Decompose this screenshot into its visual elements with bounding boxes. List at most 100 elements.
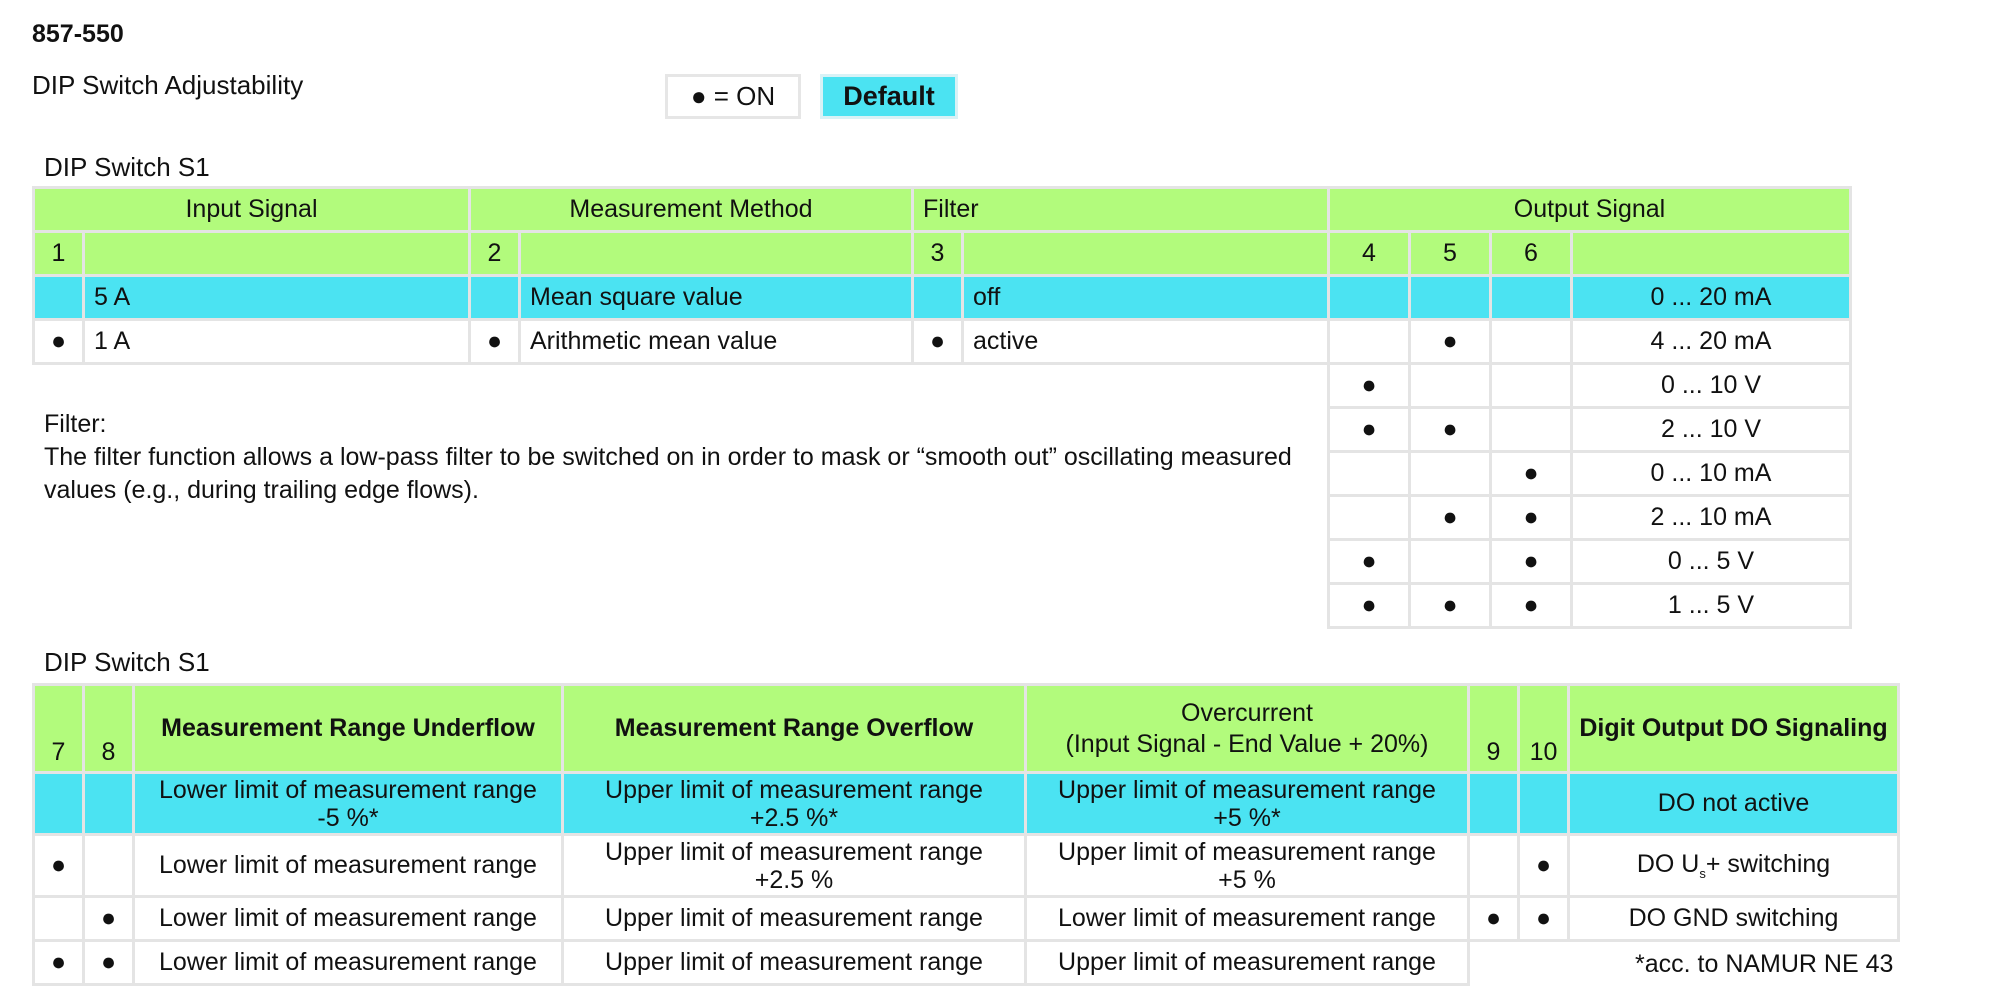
header-range-underflow: Measurement Range Underflow: [132, 683, 564, 774]
filter-note: Filter: The filter function allows a low…: [44, 408, 1314, 507]
output-signal-value: 2 ... 10 V: [1570, 406, 1852, 453]
switch-7-state: ●: [32, 833, 85, 898]
switch-8-state: [82, 771, 135, 836]
underflow-line2: -5 %*: [317, 803, 379, 832]
output-signal-value: 4 ... 20 mA: [1570, 318, 1852, 365]
switch-1-state: [32, 274, 85, 321]
overcurrent-value: Upper limit of measurement range +5 %*: [1024, 771, 1470, 836]
measurement-method-value: Arithmetic mean value: [518, 318, 914, 365]
header-spacer: [961, 230, 1330, 277]
output-signal-value: 0 ... 20 mA: [1570, 274, 1852, 321]
overflow-value: Upper limit of measurement range: [561, 895, 1027, 942]
switch-4-state: [1327, 318, 1411, 365]
switch-2-state: ●: [468, 318, 521, 365]
dip-switch-table-2: 7 8 Measurement Range Underflow Measurem…: [32, 683, 1900, 986]
switch-4-state: ●: [1327, 538, 1411, 585]
switch-5-state: ●: [1408, 494, 1492, 541]
header-digital-output: Digit Output DO Signaling: [1567, 683, 1900, 774]
overflow-line2: +2.5 %*: [749, 803, 839, 832]
switch-6-state: ●: [1489, 494, 1573, 541]
output-signal-value: 0 ... 10 V: [1570, 362, 1852, 409]
overflow-line1: Upper limit of measurement range: [605, 837, 983, 866]
overflow-value: Upper limit of measurement range: [561, 939, 1027, 986]
switch-number-9: 9: [1467, 683, 1520, 774]
switch-9-state: [1467, 771, 1520, 836]
do-subscript: s: [1699, 866, 1706, 881]
switch-number-7: 7: [32, 683, 85, 774]
switch-10-state: ●: [1517, 895, 1570, 942]
header-range-overflow: Measurement Range Overflow: [561, 683, 1027, 774]
filter-note-text: The filter function allows a low-pass fi…: [44, 443, 1292, 504]
switch-6-state: [1489, 406, 1573, 453]
switch-5-state: [1408, 274, 1492, 321]
switch-number-3: 3: [911, 230, 964, 277]
switch-7-state: [32, 895, 85, 942]
overflow-line2: +2.5 %: [754, 865, 834, 894]
header-overcurrent-line2: (Input Signal - End Value + 20%): [1065, 729, 1429, 758]
overcurrent-value: Lower limit of measurement range: [1024, 895, 1470, 942]
legend-default-marker: Default: [820, 74, 958, 119]
overcurrent-value: Upper limit of measurement range +5 %: [1024, 833, 1470, 898]
input-signal-value: 1 A: [82, 318, 471, 365]
header-spacer: [518, 230, 914, 277]
output-signal-value: 0 ... 10 mA: [1570, 450, 1852, 497]
switch-6-state: ●: [1489, 582, 1573, 629]
switch-9-state: [1467, 833, 1520, 898]
switch-10-state: [1517, 771, 1570, 836]
switch-9-state: ●: [1467, 895, 1520, 942]
table1-header-row: Input Signal Measurement Method Filter O…: [32, 186, 1852, 233]
digital-output-value: DO not active: [1567, 771, 1900, 836]
switch-6-state: ●: [1489, 450, 1573, 497]
switch-5-state: [1408, 362, 1492, 409]
header-measurement-method: Measurement Method: [468, 186, 914, 233]
table-row: 5 A Mean square value off 0 ... 20 mA: [32, 274, 1852, 321]
switch-5-state: ●: [1408, 582, 1492, 629]
overcurrent-value: Upper limit of measurement range: [1024, 939, 1470, 986]
table-row: ● 0 ... 10 mA: [34, 450, 1852, 497]
switch-6-state: ●: [1489, 538, 1573, 585]
switch-number-10: 10: [1517, 683, 1570, 774]
underflow-value: Lower limit of measurement range: [132, 833, 564, 898]
document-code: 857-550: [32, 20, 124, 48]
switch-number-2: 2: [468, 230, 521, 277]
underflow-line1: Lower limit of measurement range: [159, 775, 537, 804]
overcurrent-line1: Upper limit of measurement range: [1058, 775, 1436, 804]
switch-4-state: ●: [1327, 582, 1411, 629]
switch-4-state: [1327, 274, 1411, 321]
digital-output-value: DO GND switching: [1567, 895, 1900, 942]
switch-5-state: ●: [1408, 318, 1492, 365]
table-row: ● ● 2 ... 10 V: [34, 406, 1852, 453]
switch-4-state: [1327, 450, 1411, 497]
document-subtitle: DIP Switch Adjustability: [32, 70, 304, 100]
table-row: ● 0 ... 10 V: [34, 362, 1852, 409]
header-overcurrent-line1: Overcurrent: [1181, 698, 1313, 727]
switch-number-8: 8: [82, 683, 135, 774]
underflow-value: Lower limit of measurement range -5 %*: [132, 771, 564, 836]
table-row: ● Lower limit of measurement range Upper…: [32, 895, 1900, 942]
input-signal-value: 5 A: [82, 274, 471, 321]
output-signal-value: 1 ... 5 V: [1570, 582, 1852, 629]
switch-8-state: ●: [82, 939, 135, 986]
filter-value: off: [961, 274, 1330, 321]
dip-switch-s1-title-top: DIP Switch S1: [44, 152, 210, 182]
table-row: Lower limit of measurement range -5 %* U…: [32, 771, 1900, 836]
table-row: ● 1 A ● Arithmetic mean value ● active ●…: [32, 318, 1852, 365]
digital-output-value: DO Us+ switching: [1567, 833, 1900, 898]
footnote: *acc. to NAMUR NE 43: [1635, 950, 1894, 978]
dip-switch-s1-title-bottom: DIP Switch S1: [44, 647, 210, 677]
table-row: ● ● 0 ... 5 V: [34, 538, 1852, 585]
header-filter: Filter: [911, 186, 1330, 233]
switch-5-state: [1408, 538, 1492, 585]
legend-on-marker: ● = ON: [665, 74, 801, 119]
switch-8-state: [82, 833, 135, 898]
switch-3-state: [911, 274, 964, 321]
do-prefix: DO U: [1636, 850, 1700, 878]
output-signal-value: 2 ... 10 mA: [1570, 494, 1852, 541]
switch-number-1: 1: [32, 230, 85, 277]
switch-5-state: [1408, 450, 1492, 497]
overcurrent-line1: Upper limit of measurement range: [1058, 837, 1436, 866]
header-output-signal: Output Signal: [1327, 186, 1852, 233]
switch-4-state: ●: [1327, 362, 1411, 409]
filter-note-heading: Filter:: [44, 410, 107, 438]
header-input-signal: Input Signal: [32, 186, 471, 233]
